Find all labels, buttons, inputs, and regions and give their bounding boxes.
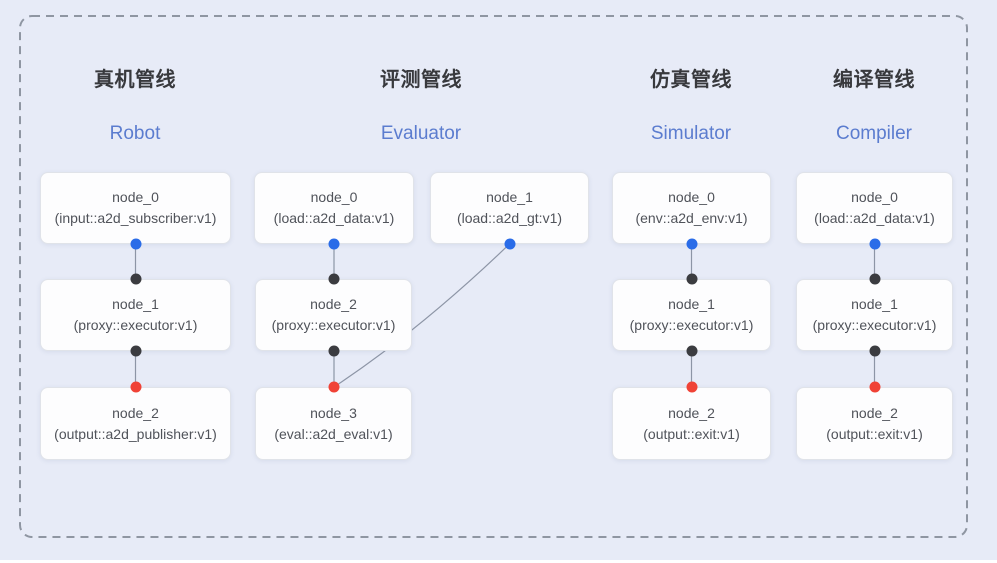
node-name-label: node_1 [486, 189, 533, 205]
port-black-dot [869, 345, 880, 357]
group-title-en-compiler: Compiler [835, 123, 913, 144]
node-type-label: (proxy::executor:v1) [73, 317, 198, 333]
port-black-dot [328, 345, 340, 357]
node-name-label: node_2 [668, 404, 715, 421]
edge-evaluator-node1-node3 [333, 243, 510, 388]
node-name-label: node_0 [310, 189, 358, 205]
port-black-dot [869, 273, 880, 285]
node-name-label: node_0 [851, 189, 898, 205]
port-blue-dot [869, 238, 880, 250]
port-red-dot [869, 381, 880, 393]
node-name-label: node_1 [668, 296, 715, 312]
node-type-label: (load::a2d_data:v1) [273, 210, 395, 226]
node-robot-node_1: node_1(proxy::executor:v1) [40, 279, 231, 351]
group-title-zh-compiler: 编译管线 [833, 69, 915, 91]
node-type-label: (load::a2d_gt:v1) [456, 210, 563, 226]
node-type-label: (proxy::executor:v1) [812, 317, 937, 333]
group-title-en-evaluator: Evaluator [380, 123, 462, 144]
group-title-zh-simulator: 仿真管线 [650, 69, 732, 91]
group-title-zh-robot: 真机管线 [94, 69, 176, 91]
node-name-label: node_2 [851, 404, 898, 421]
node-name-label: node_2 [112, 404, 159, 421]
node-type-label: (output::a2d_publisher:v1) [54, 425, 217, 442]
port-blue-dot [686, 238, 697, 250]
node-evaluator-node_1: node_1(load::a2d_gt:v1) [430, 172, 589, 244]
node-compiler-node_2: node_2(output::exit:v1) [796, 387, 953, 460]
dashed-frame-border [19, 15, 968, 538]
port-black-dot [130, 345, 141, 357]
port-red-dot [130, 381, 141, 393]
port-red-dot [328, 381, 340, 393]
node-simulator-node_0: node_0(env::a2d_env:v1) [612, 172, 771, 244]
port-black-dot [686, 273, 697, 285]
node-name-label: node_1 [851, 296, 898, 312]
node-name-label: node_1 [112, 296, 159, 312]
group-title-zh-evaluator: 评测管线 [380, 69, 462, 91]
node-name-label: node_0 [668, 189, 715, 205]
port-blue-dot [328, 238, 340, 250]
port-blue-dot [130, 238, 141, 250]
port-blue-dot [504, 238, 515, 250]
node-type-label: (env::a2d_env:v1) [635, 210, 748, 226]
node-compiler-node_1: node_1(proxy::executor:v1) [796, 279, 953, 351]
node-simulator-node_1: node_1(proxy::executor:v1) [612, 279, 771, 351]
node-evaluator-node_2: node_2(proxy::executor:v1) [255, 279, 412, 351]
node-name-label: node_3 [310, 404, 357, 421]
port-red-dot [686, 381, 697, 393]
port-black-dot [328, 273, 340, 285]
node-compiler-node_0: node_0(load::a2d_data:v1) [796, 172, 953, 244]
port-black-dot [130, 273, 141, 285]
node-robot-node_0: node_0(input::a2d_subscriber:v1) [40, 172, 231, 244]
node-evaluator-node_3: node_3(eval::a2d_eval:v1) [255, 387, 412, 460]
node-simulator-node_2: node_2(output::exit:v1) [612, 387, 771, 460]
node-type-label: (eval::a2d_eval:v1) [274, 425, 393, 442]
port-black-dot [686, 345, 697, 357]
node-name-label: node_2 [310, 296, 357, 312]
node-evaluator-node_0: node_0(load::a2d_data:v1) [254, 172, 414, 244]
node-type-label: (output::exit:v1) [643, 425, 740, 442]
group-title-en-simulator: Simulator [650, 123, 732, 144]
bottom-strip [0, 560, 997, 563]
node-type-label: (proxy::executor:v1) [271, 317, 396, 333]
node-type-label: (input::a2d_subscriber:v1) [54, 210, 217, 226]
node-type-label: (proxy::executor:v1) [629, 317, 754, 333]
node-type-label: (output::exit:v1) [826, 425, 923, 442]
node-robot-node_2: node_2(output::a2d_publisher:v1) [40, 387, 231, 460]
node-name-label: node_0 [112, 189, 159, 205]
group-title-en-robot: Robot [109, 123, 161, 144]
node-type-label: (load::a2d_data:v1) [814, 210, 935, 226]
